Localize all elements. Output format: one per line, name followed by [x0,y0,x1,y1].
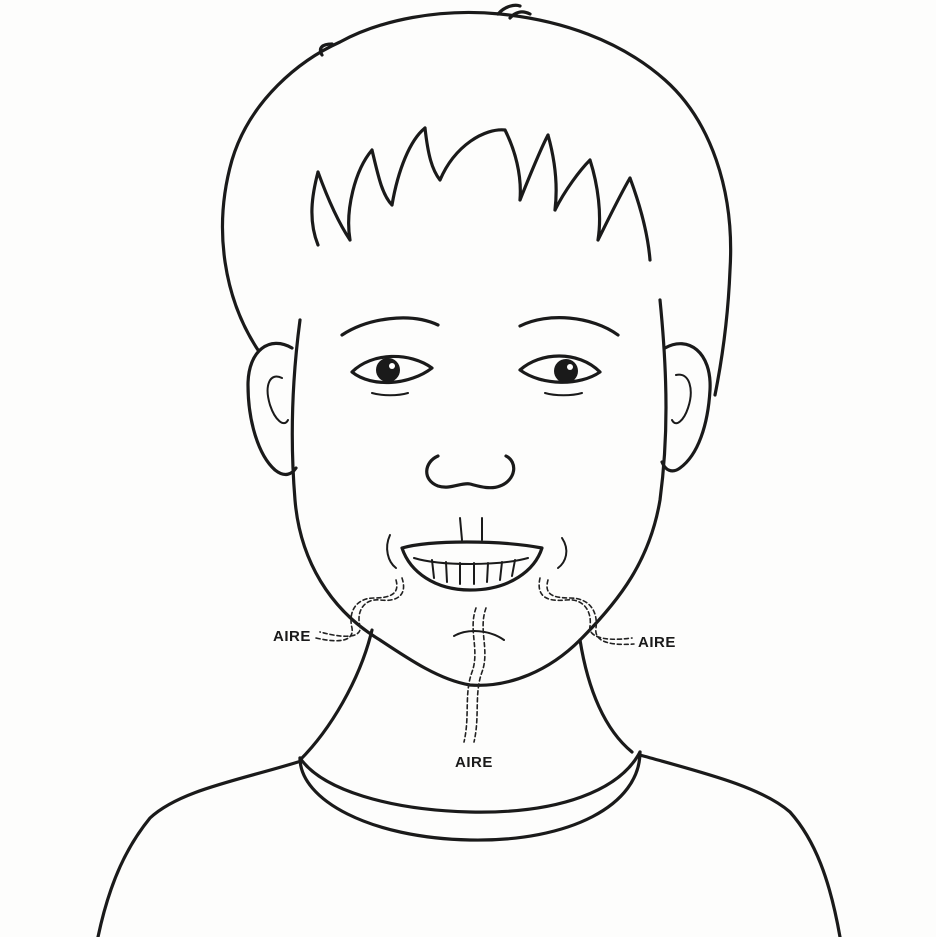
right-ear [662,344,710,471]
mouth-outline [402,542,542,590]
air-label-left: AIRE [273,628,311,645]
right-cheek-line [558,538,566,568]
air-flow-left [316,578,404,641]
right-eye-crease [545,393,582,395]
chin-line [454,631,504,640]
air-label-bottom: AIRE [455,754,493,771]
neck-right [580,640,632,752]
left-pupil [376,358,400,382]
neck-left [300,630,372,760]
left-shoulder [98,762,298,937]
left-cheek-line [387,535,396,568]
air-flow-bottom [464,608,486,742]
left-eye-highlight [389,363,395,369]
right-eyebrow [520,318,618,335]
right-eye-highlight [567,364,573,370]
left-eye-crease [372,393,408,395]
left-eyebrow [342,318,438,335]
teeth-line [414,558,528,564]
right-ear-inner [672,375,691,424]
face-outline [292,300,666,685]
hair-fringe [312,128,650,260]
philtrum [460,518,482,540]
left-ear-inner [268,377,288,424]
right-pupil [554,359,578,383]
nose [427,456,514,488]
air-label-right: AIRE [638,634,676,651]
right-shoulder [640,755,840,937]
